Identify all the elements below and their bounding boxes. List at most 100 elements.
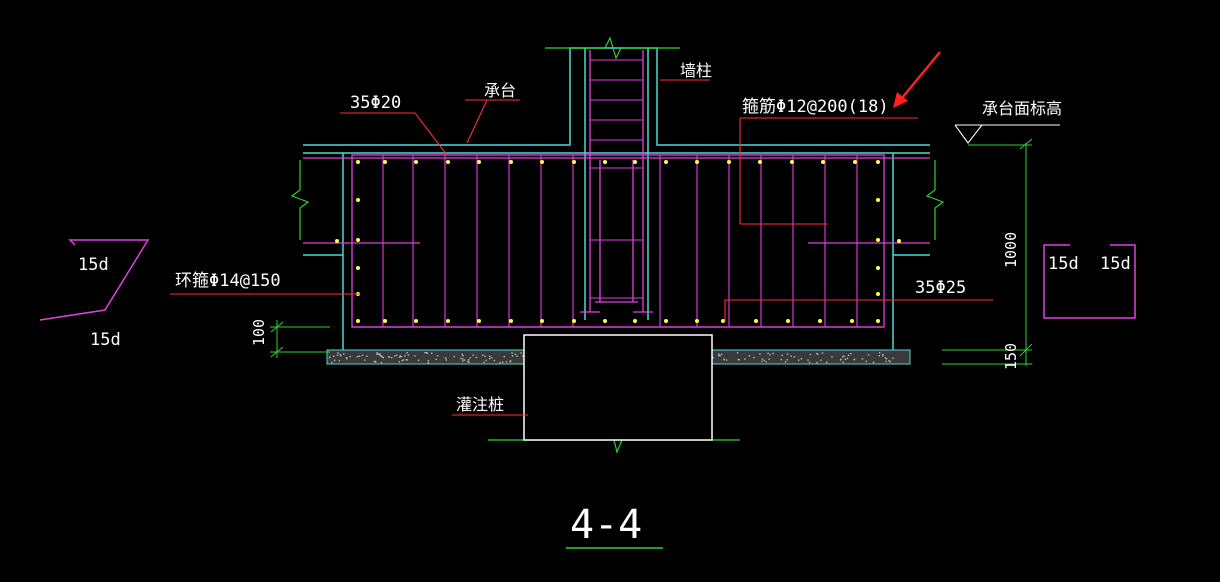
cushion-speckle <box>349 355 351 358</box>
cushion-speckle <box>366 355 368 357</box>
cushion-speckle <box>718 353 720 355</box>
rebar-dot <box>356 319 360 323</box>
cushion-speckle <box>505 361 508 363</box>
cushion-speckle <box>333 359 336 361</box>
rebar-dot <box>695 319 699 323</box>
cushion-speckle <box>375 361 377 363</box>
cushion-speckle <box>840 358 842 361</box>
label-cap-rebar-bottom: 35Φ25 <box>915 278 966 298</box>
cushion-speckle <box>879 352 881 354</box>
cushion-speckle <box>427 360 429 362</box>
cushion-speckle <box>809 353 812 356</box>
cushion-speckle <box>343 353 345 355</box>
cushion-speckle <box>468 359 470 361</box>
cushion-speckle <box>767 352 769 355</box>
cushion-speckle <box>514 353 517 355</box>
cushion-speckle <box>401 359 403 362</box>
stirrup-verticals <box>382 155 858 327</box>
rebar-dot <box>540 160 544 164</box>
cushion-speckle <box>398 356 401 358</box>
cushion-speckle <box>807 359 809 361</box>
cushion-speckle <box>475 356 478 359</box>
cushion-speckle <box>399 355 402 357</box>
cushion-speckle <box>462 355 464 357</box>
cushion-speckle <box>831 356 833 358</box>
cushion-speckle <box>414 355 416 357</box>
cushion-speckle <box>817 353 819 355</box>
cushion-speckle <box>472 354 474 356</box>
cushion-speckle <box>820 359 822 361</box>
cushion-speckle <box>888 360 890 362</box>
cushion-speckle <box>431 352 433 354</box>
cushion-speckle <box>499 362 501 364</box>
cushion-speckle <box>379 353 381 355</box>
cushion-speckle <box>483 361 485 363</box>
cushion-speckle <box>502 361 504 363</box>
rebar-dot <box>509 319 513 323</box>
cushion-speckle <box>460 357 462 360</box>
rebar-dot <box>821 160 825 164</box>
cushion-speckle <box>407 354 410 356</box>
cushion-speckle <box>388 356 391 358</box>
rebar-dot <box>758 160 762 164</box>
rebar-dot <box>853 160 857 164</box>
rebar-dot <box>876 292 880 296</box>
cushion-speckle <box>793 356 796 358</box>
rebar-dot <box>876 238 880 242</box>
label-cap: 承台 <box>484 81 516 100</box>
cushion-speckle <box>427 361 430 364</box>
cushion-speckle <box>843 355 845 357</box>
cushion-speckle <box>331 361 333 364</box>
cushion-speckle <box>720 353 723 356</box>
cushion-speckle <box>759 353 761 355</box>
rebar-dot <box>446 160 450 164</box>
cushion-speckle <box>462 358 464 360</box>
cushion-speckle <box>467 360 469 363</box>
cushion-speckle <box>769 354 771 356</box>
cushion-speckle <box>884 357 886 359</box>
dimension-cover: 100 <box>250 319 268 346</box>
cushion-speckle <box>520 352 522 354</box>
rebar-dot <box>356 160 360 164</box>
cushion-speckle <box>339 353 341 356</box>
rebar-dot <box>356 198 360 202</box>
rebar-dot <box>786 319 790 323</box>
cushion-speckle <box>435 358 437 360</box>
rebar-dot <box>695 160 699 164</box>
cushion-speckle <box>453 355 455 358</box>
label-wall-column: 墙柱 <box>680 61 712 80</box>
cushion-speckle <box>765 361 767 363</box>
rebar-dot <box>850 319 854 323</box>
detail-left-bottom-label: 15d <box>90 330 121 350</box>
cushion-speckle <box>798 359 800 361</box>
rebar-dot <box>818 319 822 323</box>
cushion-speckle <box>394 355 396 357</box>
rebar-dot <box>572 160 576 164</box>
cushion-speckle <box>380 361 383 364</box>
cushion-speckle <box>763 359 765 362</box>
cushion-speckle <box>382 356 384 359</box>
cushion-speckle <box>744 358 746 360</box>
rebar-dot <box>664 319 668 323</box>
rebar-dot <box>633 160 637 164</box>
cushion-speckle <box>468 361 470 363</box>
rebar-dot <box>383 319 387 323</box>
cushion-speckle <box>723 359 725 361</box>
cushion-speckle <box>485 359 487 362</box>
cushion-speckle <box>493 359 496 362</box>
rebar-dot <box>603 160 607 164</box>
cushion-speckle <box>436 355 439 357</box>
cushion-speckle <box>867 354 870 356</box>
cushion-speckle <box>488 355 491 357</box>
cushion-speckle <box>417 359 420 362</box>
cushion-speckle <box>842 356 844 358</box>
cushion-speckle <box>461 353 463 356</box>
cushion-speckle <box>772 352 774 355</box>
cushion-speckle <box>786 353 789 355</box>
cushion-speckle <box>509 361 511 363</box>
cushion-speckle <box>364 359 366 361</box>
cushion-speckle <box>469 357 471 359</box>
rebar-dot <box>509 160 513 164</box>
cushion-speckle <box>337 352 339 354</box>
rebar-dot <box>876 266 880 270</box>
